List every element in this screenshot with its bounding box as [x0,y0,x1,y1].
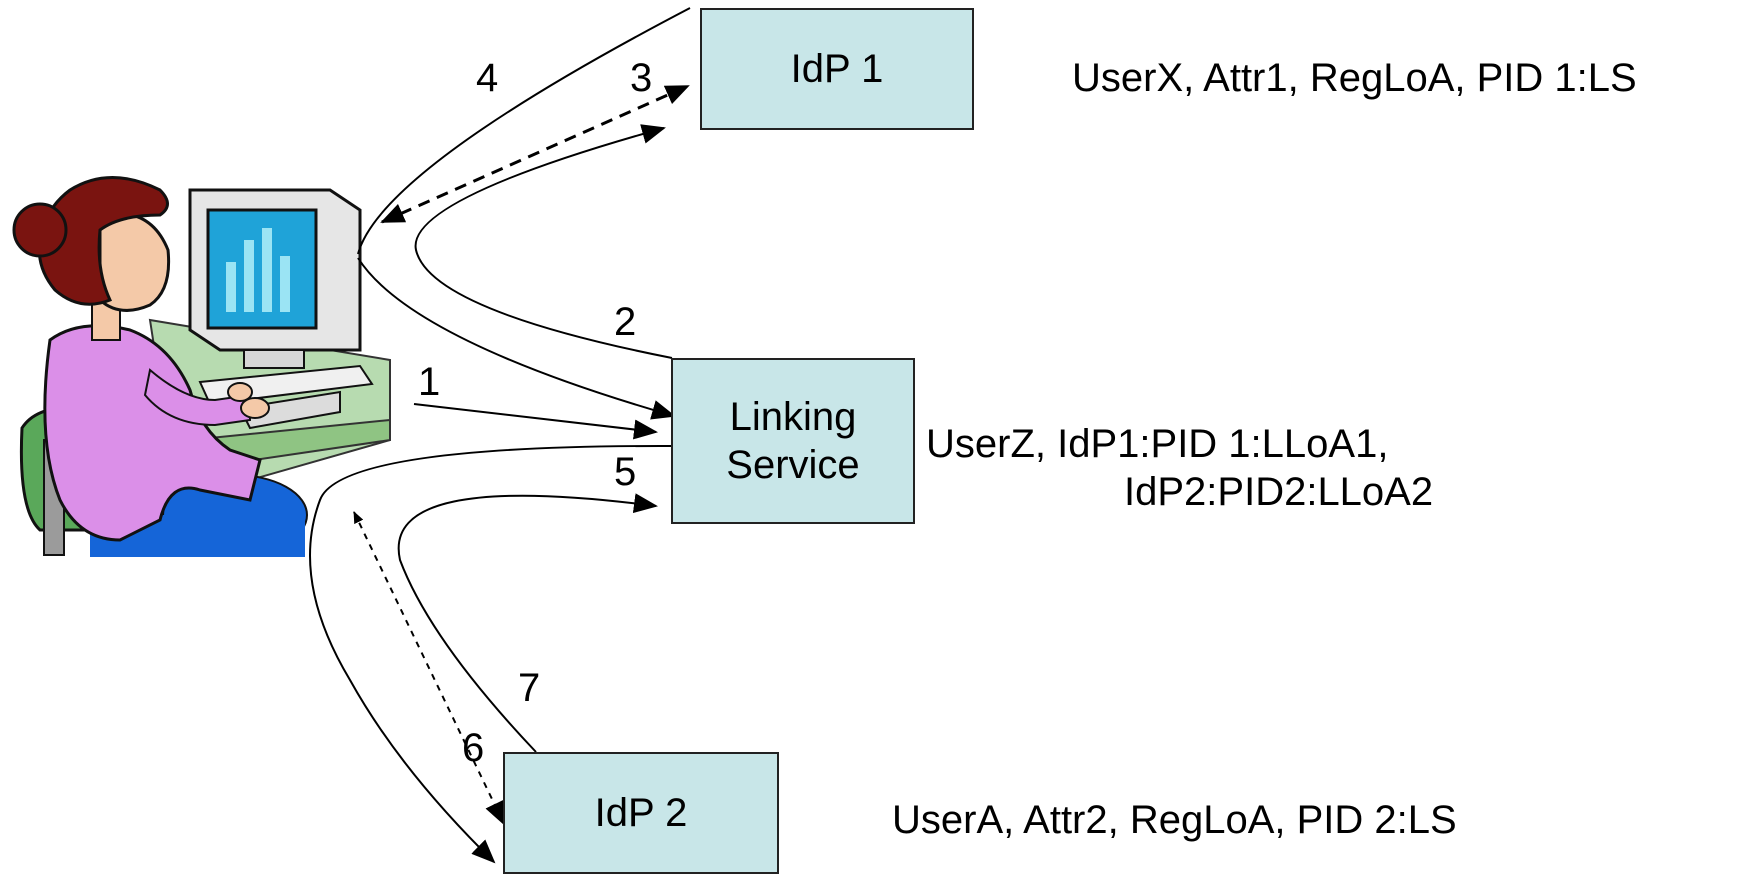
step-label-2: 2 [614,300,637,344]
connector-step-4b [357,257,676,420]
step-label-1: 1 [418,360,441,404]
step-label-5: 5 [614,450,637,494]
step-label-4: 4 [476,56,499,100]
linking-service-record: UserZ, IdP1:PID 1:LLoA1, IdP2:PID2:LLoA2 [926,420,1433,516]
idp2-label: IdP 2 [594,791,688,835]
idp1-record: UserX, Attr1, RegLoA, PID 1:LS [1072,56,1637,100]
idp1-label: IdP 1 [790,47,884,91]
connector-step-4 [357,7,691,255]
step-label-7: 7 [518,666,541,710]
linking-service-node: Linking Service [671,358,915,524]
linking-service-record-line2: IdP2:PID2:LLoA2 [1124,470,1434,514]
connector-step-3 [380,84,690,224]
idp1-node: IdP 1 [700,8,974,130]
idp2-record: UserA, Attr2, RegLoA, PID 2:LS [892,798,1457,842]
step-label-3: 3 [630,56,653,100]
linking-service-label: Linking Service [726,395,860,487]
step-label-6: 6 [462,726,485,770]
connector-step-2 [414,124,673,359]
linking-service-record-line1: UserZ, IdP1:PID 1:LLoA1, [926,422,1389,466]
idp2-node: IdP 2 [503,752,779,874]
connector-step-1 [413,403,658,440]
connector-step-7 [397,493,658,753]
connector-step-6 [353,511,505,826]
user-at-computer-icon [12,176,391,557]
